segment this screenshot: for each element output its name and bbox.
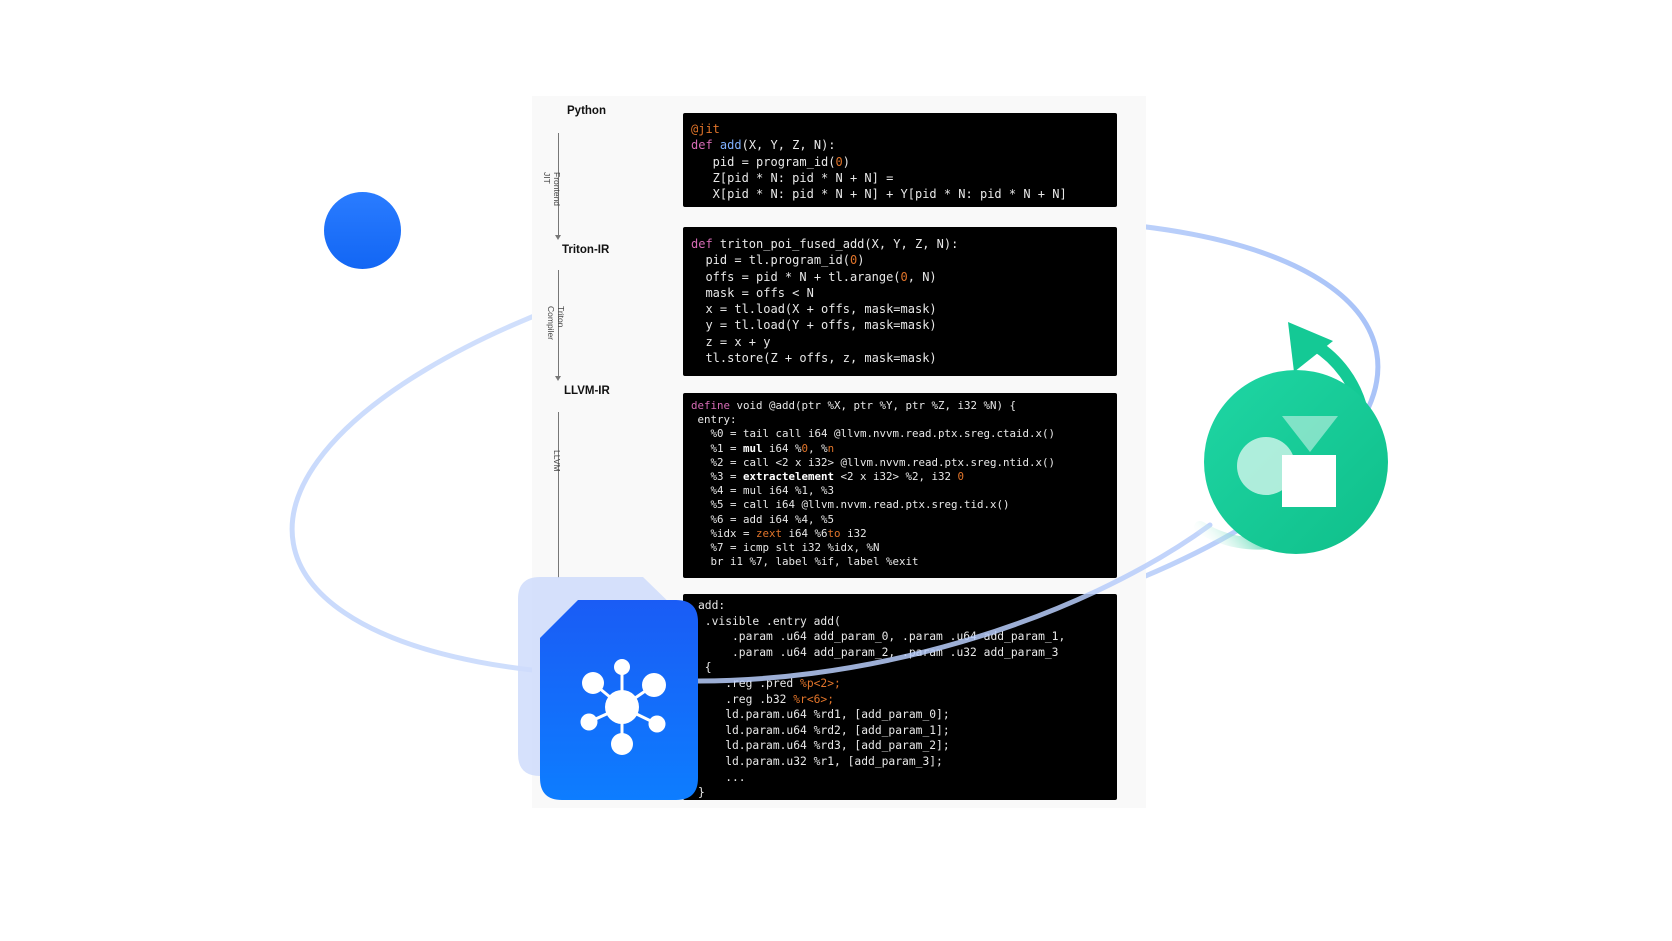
stage-label-triton-ir: Triton-IR — [562, 244, 610, 256]
flow-arrow-2 — [555, 376, 561, 381]
code-block-triton-ir: def triton_poi_fused_add(X, Y, Z, N): pi… — [683, 227, 1117, 376]
pass-label-frontend: Frontend JIT — [542, 172, 562, 207]
code-block-ptx: add: .visible .entry add( .param .u64 ad… — [683, 594, 1117, 800]
blue-circle-icon — [324, 192, 401, 269]
pass-label-llvm: LLVM — [552, 450, 562, 472]
flow-line-2 — [558, 270, 559, 376]
flow-arrow-1 — [555, 235, 561, 240]
triton-ir-source: def triton_poi_fused_add(X, Y, Z, N): pi… — [691, 237, 959, 366]
stage-label-llvm-ir: LLVM-IR — [564, 385, 610, 397]
code-block-llvm-ir: define void @add(ptr %X, ptr %Y, ptr %Z,… — [683, 393, 1117, 578]
ptx-source: add: .visible .entry add( .param .u64 ad… — [698, 599, 1066, 800]
pass-label-triton-compiler: Triton Compiler — [546, 306, 566, 341]
flow-line-1 — [558, 133, 559, 235]
flow-line-3 — [558, 412, 559, 578]
python-source: @jit def add(X, Y, Z, N): pid = program_… — [691, 122, 1067, 202]
llvm-ir-source: define void @add(ptr %X, ptr %Y, ptr %Z,… — [691, 399, 1056, 569]
stage-label-python: Python — [567, 105, 606, 117]
code-block-python: @jit def add(X, Y, Z, N): pid = program_… — [683, 113, 1117, 207]
